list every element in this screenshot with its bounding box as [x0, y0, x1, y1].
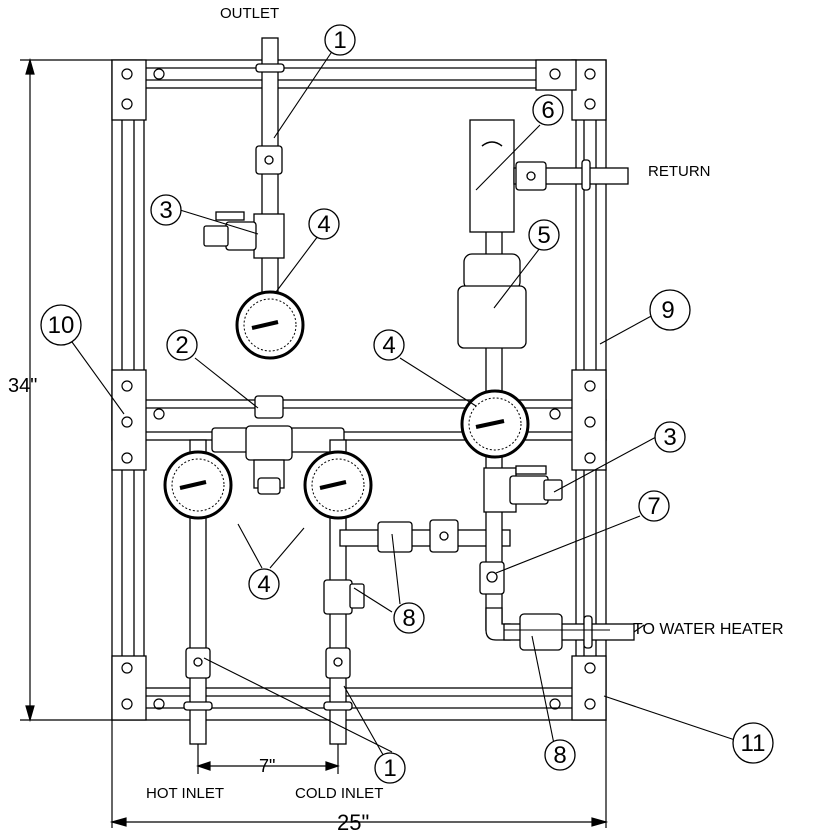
callout-5: 5 — [528, 219, 560, 251]
callout-7: 7 — [638, 490, 670, 522]
dimension-inlet-spacing: 7" — [259, 756, 275, 776]
svg-text:7: 7 — [647, 493, 660, 520]
label-to-water-heater: TO WATER HEATER — [633, 621, 784, 638]
svg-text:5: 5 — [537, 222, 550, 249]
label-cold-inlet: COLD INLET — [295, 785, 383, 802]
callout-6: 6 — [532, 94, 564, 126]
callout-4-mid: 4 — [373, 329, 405, 361]
callout-8-bottom: 8 — [544, 739, 576, 771]
label-hot-inlet: HOT INLET — [146, 785, 224, 802]
dimension-lines — [20, 57, 609, 828]
pressure-gauges — [163, 290, 530, 520]
svg-text:2: 2 — [175, 332, 188, 359]
callout-1-top: 1 — [324, 24, 356, 56]
svg-text:1: 1 — [333, 27, 346, 54]
callouts: 1 3 4 6 5 9 10 2 — [40, 24, 774, 784]
callout-8-mid: 8 — [393, 602, 425, 634]
svg-text:4: 4 — [257, 571, 270, 598]
callout-10: 10 — [40, 304, 82, 346]
svg-text:1: 1 — [383, 755, 396, 782]
callout-1-bottom: 1 — [374, 752, 406, 784]
callout-9: 9 — [649, 289, 691, 331]
callout-2: 2 — [166, 329, 198, 361]
callout-3-left: 3 — [150, 194, 182, 226]
piping — [183, 37, 635, 745]
svg-text:3: 3 — [159, 197, 172, 224]
dimension-width: 25" — [337, 810, 369, 833]
gauge-return — [460, 389, 530, 459]
gauge-cold — [303, 450, 373, 520]
svg-text:4: 4 — [317, 211, 330, 238]
callout-3-right: 3 — [654, 421, 686, 453]
dimension-height: 34" — [8, 375, 37, 397]
label-outlet: OUTLET — [220, 5, 279, 22]
svg-text:8: 8 — [402, 605, 415, 632]
callout-11: 11 — [732, 722, 774, 764]
callout-4-top: 4 — [308, 208, 340, 240]
svg-text:6: 6 — [541, 97, 554, 124]
svg-text:4: 4 — [382, 332, 395, 359]
svg-text:10: 10 — [48, 312, 75, 339]
svg-text:8: 8 — [553, 742, 566, 769]
svg-text:3: 3 — [663, 424, 676, 451]
label-return: RETURN — [648, 163, 711, 180]
leader-lines — [71, 49, 736, 761]
gauge-hot — [163, 450, 233, 520]
text-labels: OUTLET RETURN TO WATER HEATER HOT INLET … — [8, 5, 784, 833]
callout-4-bottom: 4 — [248, 568, 280, 600]
svg-text:9: 9 — [661, 297, 674, 324]
svg-text:11: 11 — [741, 730, 766, 757]
gauge-outlet — [235, 290, 305, 360]
